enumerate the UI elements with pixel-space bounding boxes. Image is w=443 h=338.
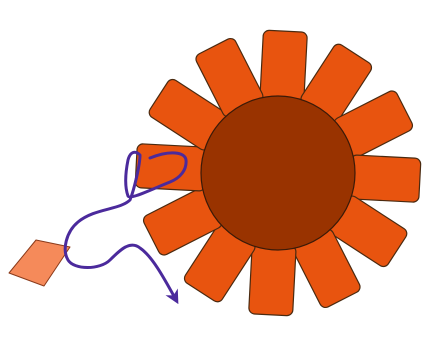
flower-center (201, 96, 355, 250)
petal (249, 244, 297, 316)
diamond-shape (9, 240, 70, 286)
petal (349, 155, 421, 203)
petal (135, 144, 207, 192)
petal (260, 30, 308, 102)
